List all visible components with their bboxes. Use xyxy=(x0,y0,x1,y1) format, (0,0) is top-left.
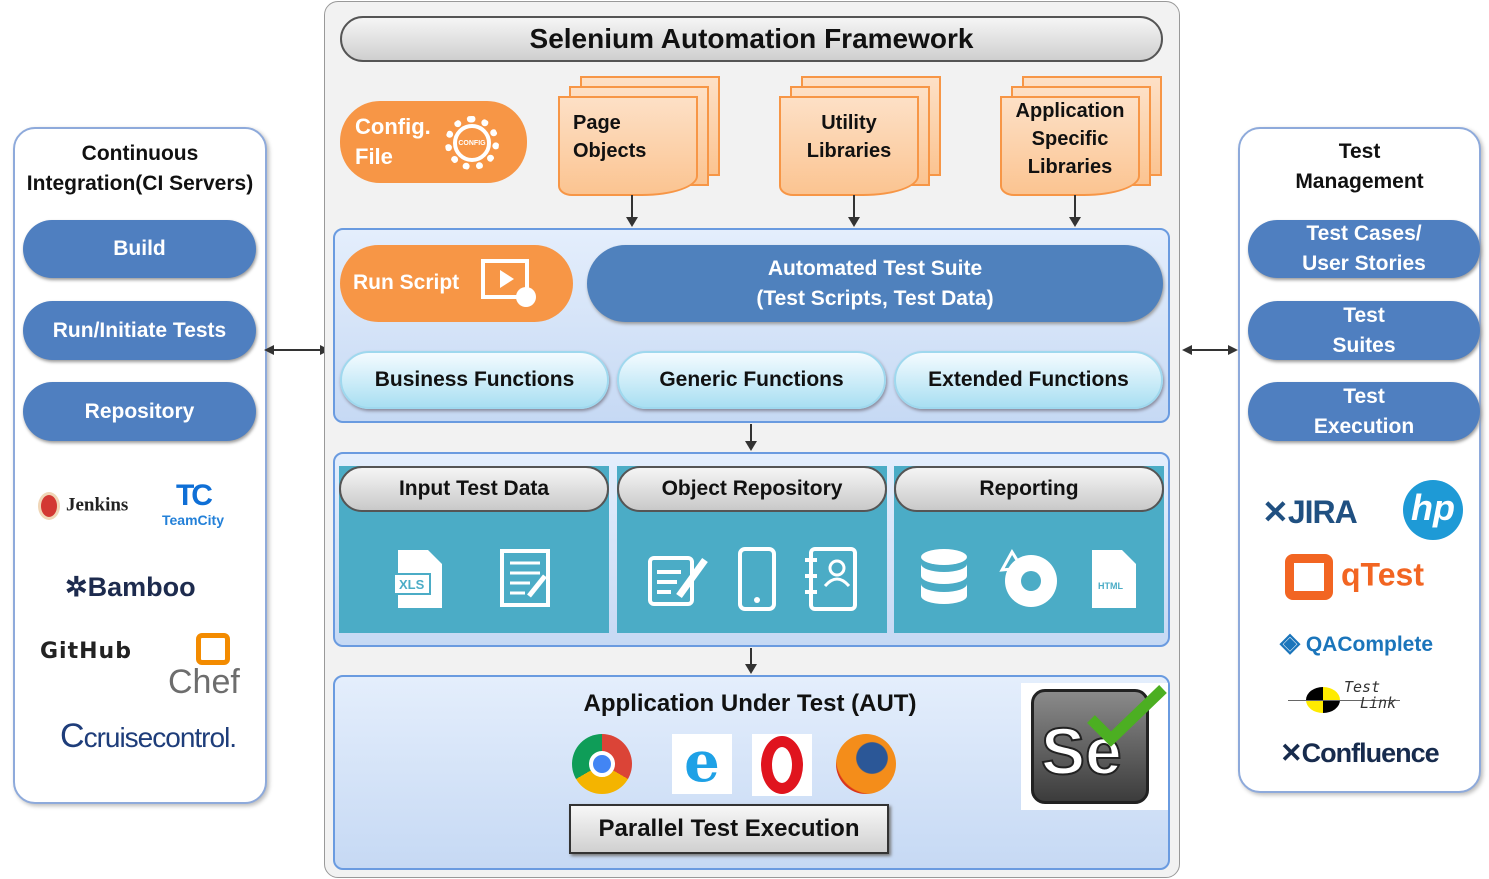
form-edit-icon xyxy=(648,556,708,606)
opera-icon xyxy=(752,734,812,796)
jenkins-logo: Jenkins xyxy=(38,492,128,520)
page-objects-doc xyxy=(558,96,698,196)
database-icon xyxy=(921,549,967,604)
arrow-down xyxy=(1069,195,1081,227)
input-test-data-section: Input Test Data XLS xyxy=(339,466,609,633)
svg-text:HTML: HTML xyxy=(1098,581,1123,591)
html-file-icon: HTML xyxy=(1092,550,1136,608)
jenkins-icon xyxy=(38,492,60,520)
chef-logo: Chef xyxy=(168,633,240,699)
config-file[interactable]: Config. File CONFIG xyxy=(340,101,527,183)
automated-test-suite: Automated Test Suite(Test Scripts, Test … xyxy=(587,245,1163,322)
object-repository-header: Object Repository xyxy=(617,466,887,512)
mobile-phone-icon xyxy=(738,547,776,611)
github-logo: GitHub xyxy=(40,639,132,664)
run-script-button[interactable]: Run Script xyxy=(340,245,573,322)
arrow-down xyxy=(848,195,860,227)
build-button[interactable]: Build xyxy=(23,220,256,278)
selenium-logo: Se xyxy=(1021,683,1168,810)
framework-title: Selenium Automation Framework xyxy=(340,16,1163,62)
app-specific-libraries-doc xyxy=(1000,96,1140,196)
qtest-logo: qTest xyxy=(1285,554,1424,600)
hp-logo: hp xyxy=(1403,480,1463,540)
confluence-logo: ✕Confluence xyxy=(1280,738,1440,768)
contact-book-icon xyxy=(805,547,857,611)
reporting-header: Reporting xyxy=(894,466,1164,512)
extended-functions: Extended Functions xyxy=(894,351,1163,409)
checkmark-icon xyxy=(1087,685,1167,747)
xls-file-icon: XLS xyxy=(394,550,442,608)
repository-button[interactable]: Repository xyxy=(23,382,256,441)
business-functions: Business Functions xyxy=(340,351,609,409)
jira-logo: ✕JIRA xyxy=(1262,494,1358,530)
arrow-down xyxy=(626,195,638,227)
pie-chart-icon xyxy=(999,549,1057,607)
tm-double-arrow xyxy=(1182,343,1238,357)
generic-functions: Generic Functions xyxy=(617,351,886,409)
parallel-test-execution: Parallel Test Execution xyxy=(569,804,889,854)
input-test-data-header: Input Test Data xyxy=(339,466,609,512)
arrow-down xyxy=(745,648,757,674)
teamcity-logo: TC TeamCity xyxy=(162,479,224,529)
object-repository-section: Object Repository xyxy=(617,466,887,633)
firefox-icon xyxy=(836,734,896,794)
bamboo-logo: ✲Bamboo xyxy=(65,572,196,602)
test-cases-button[interactable]: Test Cases/User Stories xyxy=(1248,220,1480,278)
reporting-section: Reporting HTML xyxy=(894,466,1164,633)
ci-double-arrow xyxy=(264,343,330,357)
arrow-down xyxy=(745,424,757,451)
chef-icon xyxy=(196,633,230,665)
utility-libraries-doc xyxy=(779,96,919,196)
internet-explorer-icon: e xyxy=(672,734,732,794)
qtest-icon xyxy=(1285,554,1333,600)
chrome-icon xyxy=(572,734,632,794)
config-gear-icon: CONFIG xyxy=(445,116,499,170)
run-initiate-tests-button[interactable]: Run/Initiate Tests xyxy=(23,301,256,360)
svg-text:XLS: XLS xyxy=(399,577,425,592)
qacomplete-logo: ◈ QAComplete xyxy=(1280,627,1434,657)
aut-title: Application Under Test (AUT) xyxy=(583,690,917,717)
cruisecontrol-logo: Ccruisecontrol. xyxy=(60,717,237,755)
video-play-icon xyxy=(481,259,536,307)
document-edit-icon xyxy=(500,549,550,607)
